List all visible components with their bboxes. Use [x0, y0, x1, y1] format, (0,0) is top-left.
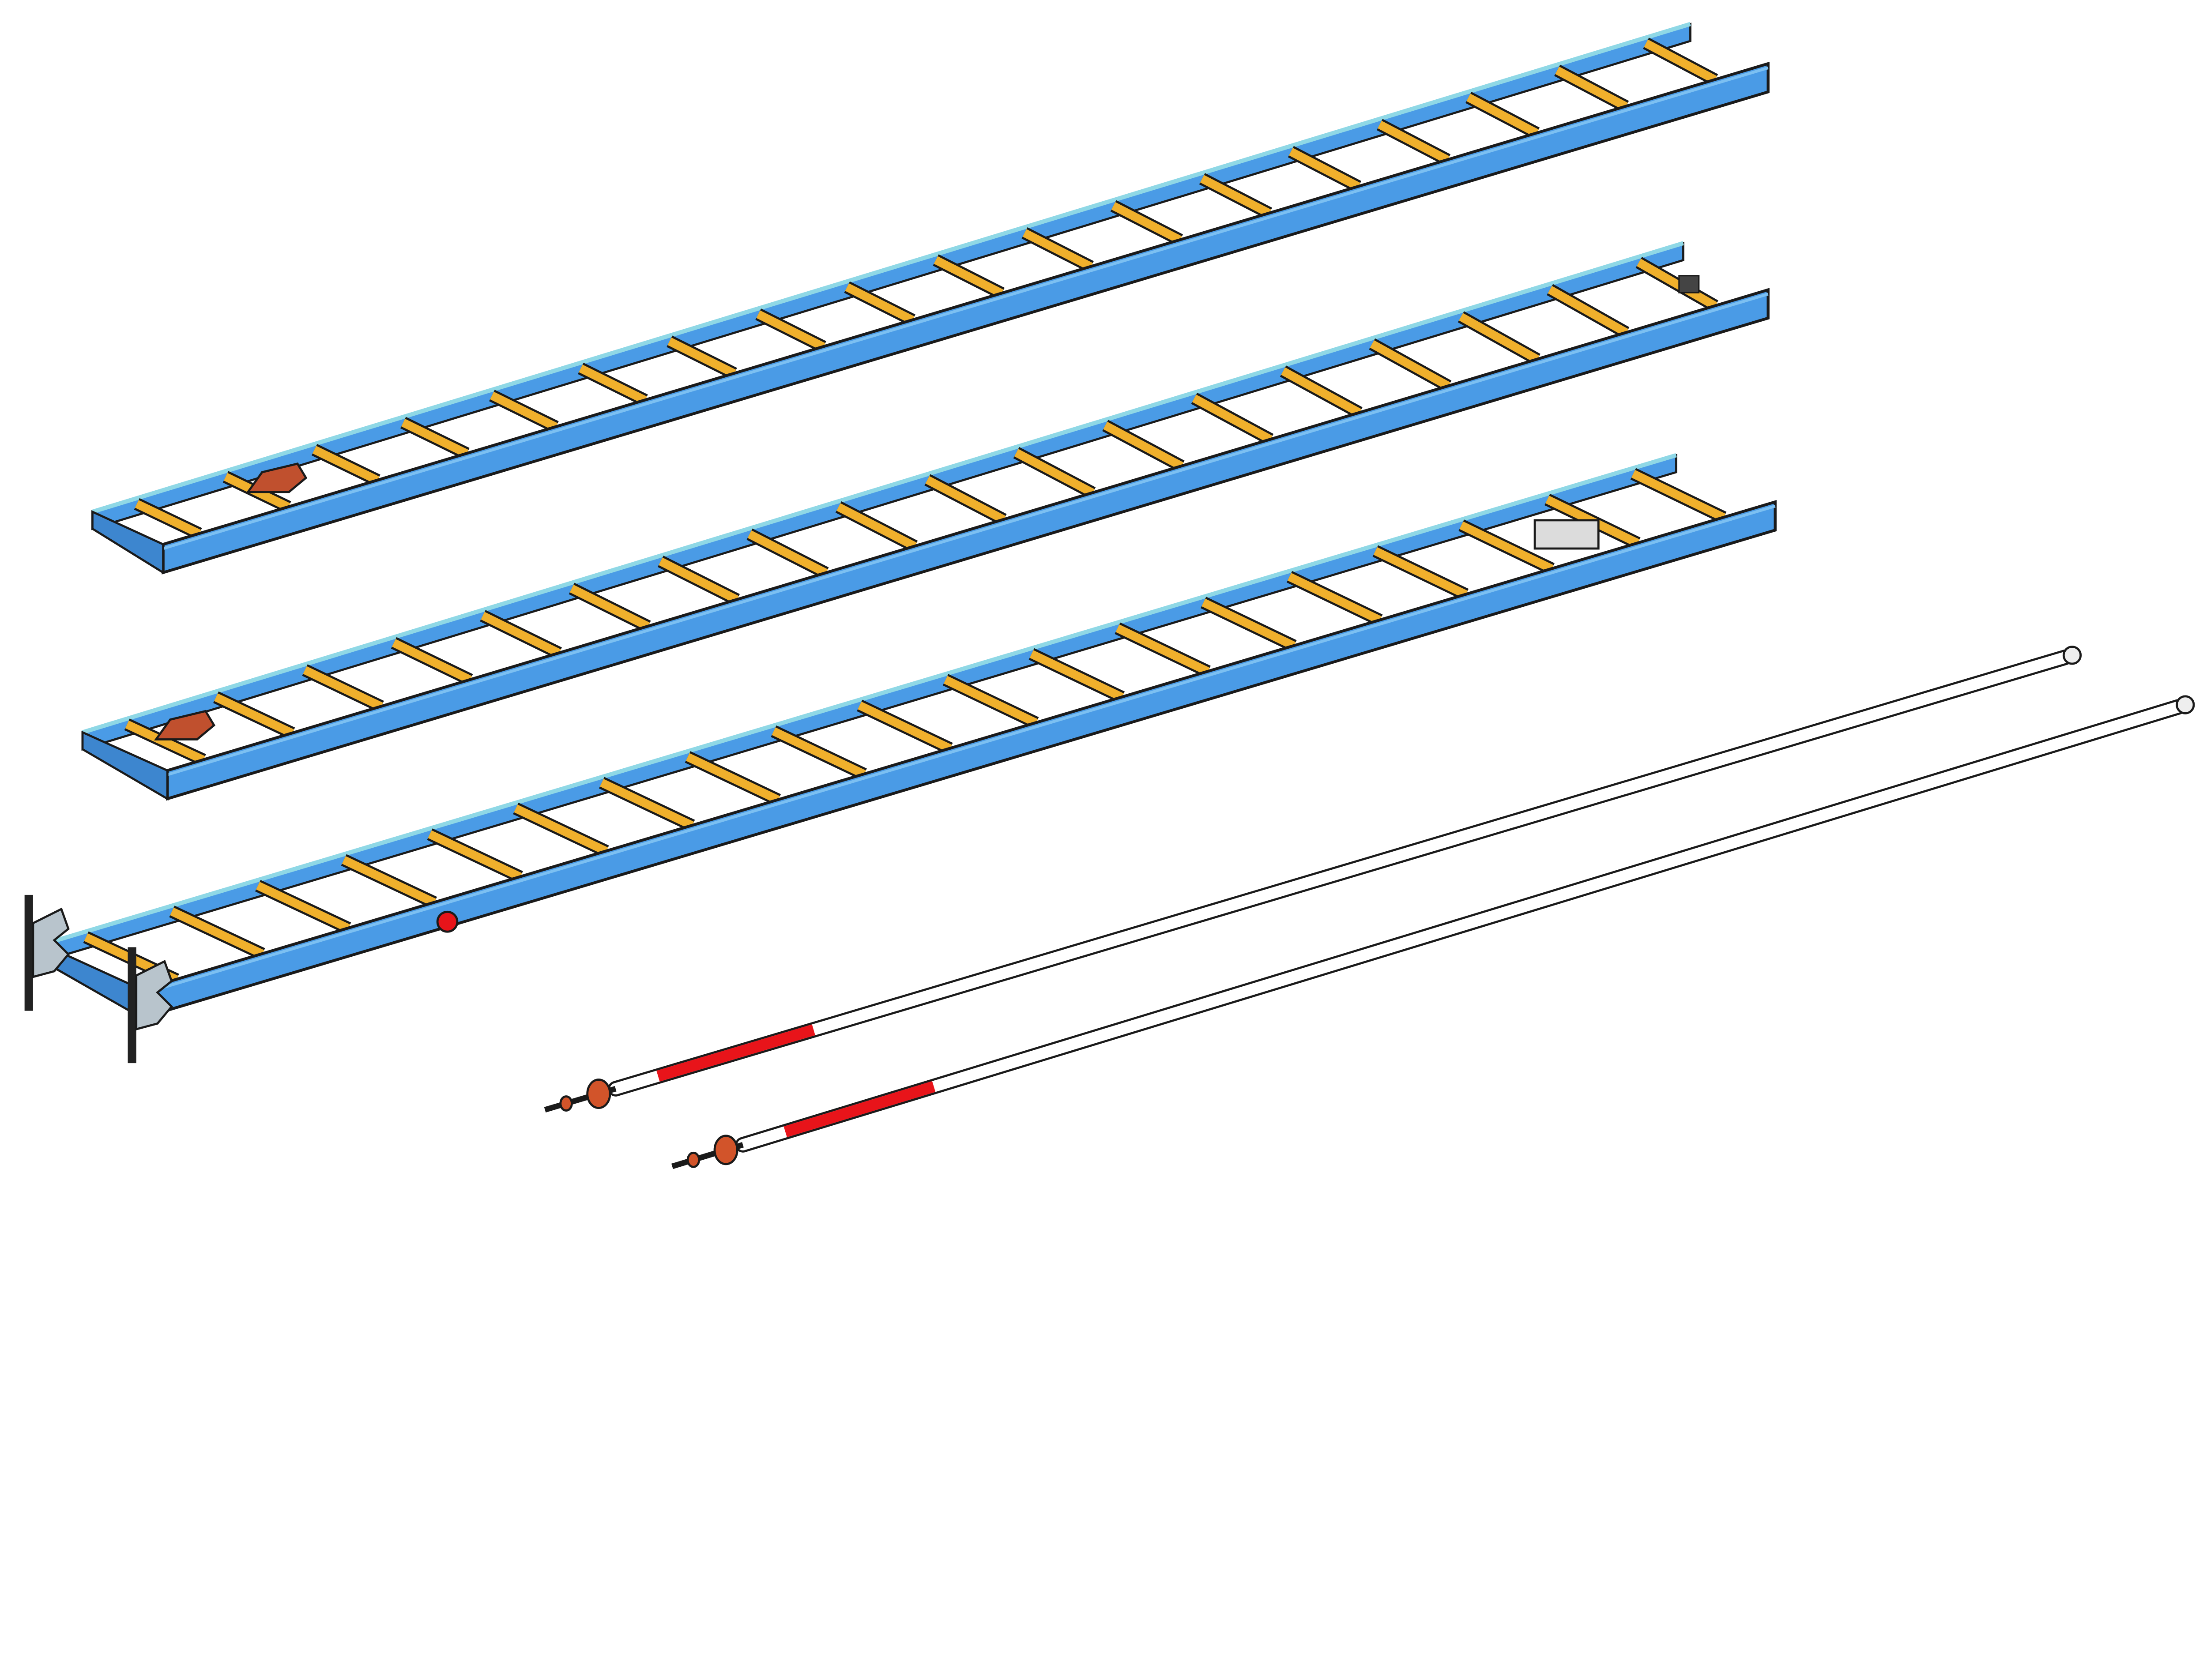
- rung: [1287, 573, 1382, 624]
- pole-fitting: [686, 1151, 701, 1168]
- rung: [135, 500, 201, 538]
- rung: [1192, 395, 1273, 443]
- rung: [392, 639, 472, 684]
- rung: [600, 778, 694, 830]
- rung: [1103, 421, 1184, 470]
- rung: [934, 256, 1004, 297]
- pole-red-stripe: [783, 1081, 936, 1138]
- bracket-plate: [24, 894, 33, 1011]
- rung: [1555, 66, 1628, 110]
- rung: [1631, 470, 1726, 522]
- rung: [1111, 202, 1182, 244]
- rung: [170, 907, 264, 958]
- rung: [1289, 148, 1360, 191]
- front-rail-highlight: [162, 66, 1769, 550]
- rung: [1378, 120, 1450, 164]
- cad-scene: [24, 22, 2195, 1169]
- back-rail-top: [42, 453, 1677, 947]
- pole-shaft: [610, 651, 2071, 1094]
- rung: [858, 701, 952, 752]
- latch: [1678, 275, 1700, 293]
- rung: [342, 856, 437, 907]
- ladder-3: [41, 453, 1777, 1020]
- rung: [1644, 39, 1717, 84]
- pole-2: [671, 695, 2195, 1169]
- rung: [1022, 229, 1093, 271]
- rung: [303, 666, 383, 710]
- rung: [925, 476, 1006, 524]
- rung: [1636, 259, 1717, 310]
- rung: [313, 446, 380, 485]
- rail-end: [91, 510, 164, 575]
- bracket-arm: [32, 907, 70, 978]
- rail-end: [81, 730, 169, 801]
- rung: [401, 418, 469, 458]
- rung: [1466, 94, 1539, 137]
- rung: [1201, 598, 1296, 650]
- rung: [1459, 521, 1554, 573]
- clamp: [246, 462, 308, 493]
- rung: [428, 830, 522, 881]
- pole-fitting: [586, 1079, 611, 1109]
- clamp: [436, 910, 459, 933]
- rung: [747, 530, 828, 577]
- latch-mechanism: [1533, 519, 1600, 550]
- pole-1: [544, 646, 2082, 1112]
- rung: [1281, 367, 1362, 417]
- rung: [1370, 340, 1450, 390]
- bracket-arm: [135, 960, 173, 1031]
- rung: [943, 676, 1038, 727]
- rung: [772, 727, 866, 778]
- rung: [1029, 650, 1124, 701]
- ladder-1: [91, 22, 1770, 575]
- pole-end-cap: [2176, 695, 2195, 714]
- ladder-2: [81, 241, 1770, 801]
- back-rail-top: [82, 241, 1684, 735]
- rung: [579, 365, 647, 404]
- rung: [514, 804, 608, 855]
- rung: [685, 753, 780, 804]
- rung: [125, 720, 205, 764]
- rung: [481, 612, 561, 657]
- clamp: [154, 710, 216, 740]
- rung: [490, 391, 558, 431]
- rung: [1115, 624, 1210, 676]
- rung: [1373, 547, 1468, 598]
- pole-fitting: [713, 1135, 738, 1165]
- rung: [1548, 286, 1628, 337]
- back-rail-top: [92, 22, 1691, 514]
- pole-shaft: [737, 701, 2184, 1150]
- rung: [667, 337, 736, 378]
- bracket-plate: [128, 947, 136, 1064]
- rung: [1459, 313, 1540, 363]
- rung: [1014, 449, 1095, 497]
- front-rail-highlight: [141, 504, 1776, 996]
- pole-red-stripe: [656, 1024, 815, 1082]
- rung: [836, 503, 917, 550]
- rung: [569, 584, 650, 631]
- wall-bracket: [24, 894, 70, 1011]
- rung: [1200, 175, 1271, 217]
- pole-end-cap: [2062, 646, 2082, 665]
- rung: [756, 310, 825, 351]
- rung: [845, 283, 915, 324]
- front-rail-highlight: [167, 293, 1769, 776]
- rung: [214, 693, 294, 737]
- pole-fitting: [559, 1095, 573, 1112]
- wall-bracket: [128, 947, 173, 1064]
- rung: [659, 557, 739, 604]
- rung: [256, 882, 350, 932]
